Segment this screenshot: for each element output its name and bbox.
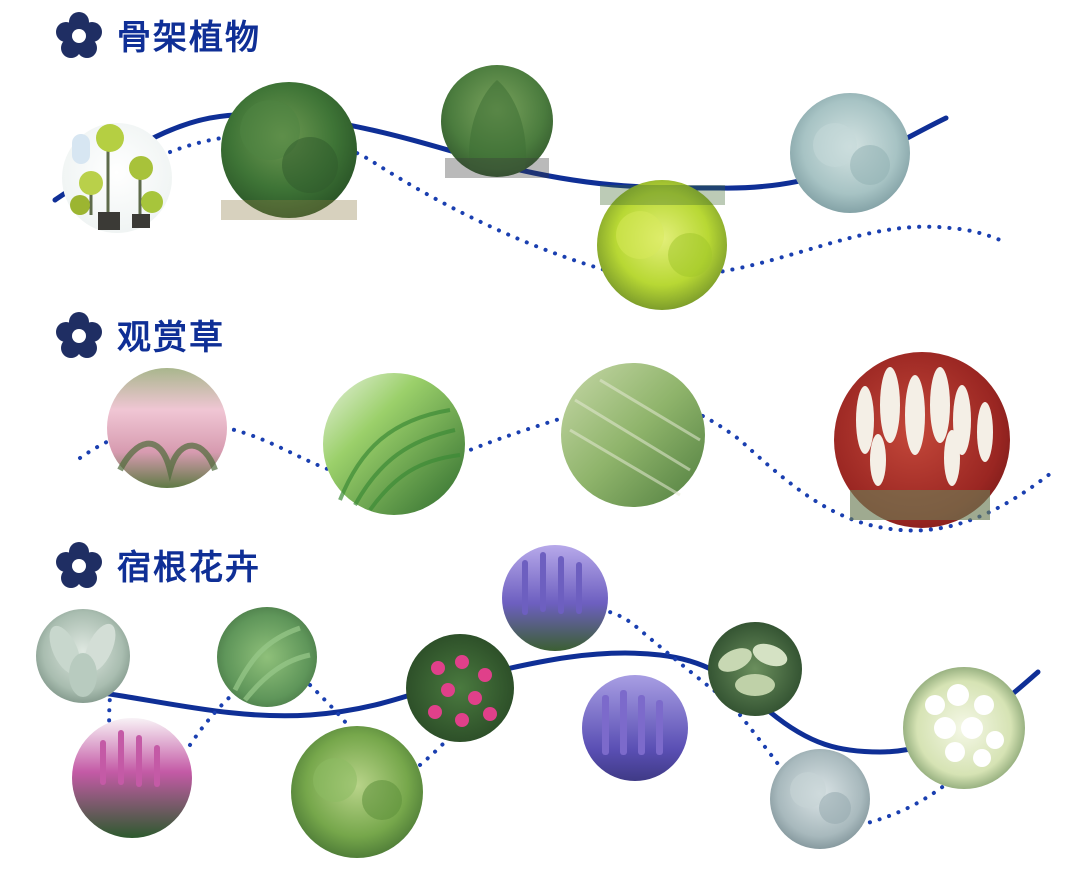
fern-photo: [217, 607, 317, 707]
dusty-miller-photo: [770, 749, 870, 849]
pink-obedient-plant-photo: [72, 718, 192, 838]
purple-salvia-photo: [582, 675, 688, 781]
standard-topiary-photo: [62, 123, 172, 233]
section-title-skeleton-plants: 骨架植物: [55, 10, 261, 59]
pink-muhly-grass-photo: [107, 368, 227, 488]
perennial-flowers-dotted-line-a: [107, 606, 947, 827]
golden-shrub-photo: [597, 180, 727, 310]
section-title-ornamental-grass: 观赏草: [55, 310, 225, 359]
green-perennial-photo: [291, 726, 423, 858]
pink-dianthus-photo: [406, 634, 514, 742]
feather-grass-photo: [323, 373, 465, 515]
section-title-label: 观赏草: [117, 318, 225, 358]
pampas-grass-photo: [834, 352, 1010, 528]
round-shrub-photo: [221, 82, 357, 220]
section-title-perennial-flowers: 宿根花卉: [55, 540, 261, 589]
wild-grass-meadow-photo: [561, 363, 705, 507]
conifer-shrub-photo: [441, 65, 553, 178]
flower-icon: [56, 541, 102, 588]
flower-icon: [56, 11, 102, 58]
hosta-photo: [708, 622, 802, 716]
white-snapdragon-photo: [903, 667, 1025, 789]
perennial-flowers-curve: [79, 650, 1041, 755]
section-title-label: 宿根花卉: [117, 548, 261, 588]
flower-icon: [56, 311, 102, 358]
purple-salvia-tall-photo: [502, 545, 608, 651]
blue-gray-shrub-photo: [790, 93, 910, 213]
section-title-label: 骨架植物: [117, 18, 261, 58]
lambs-ear-photo: [36, 609, 130, 703]
